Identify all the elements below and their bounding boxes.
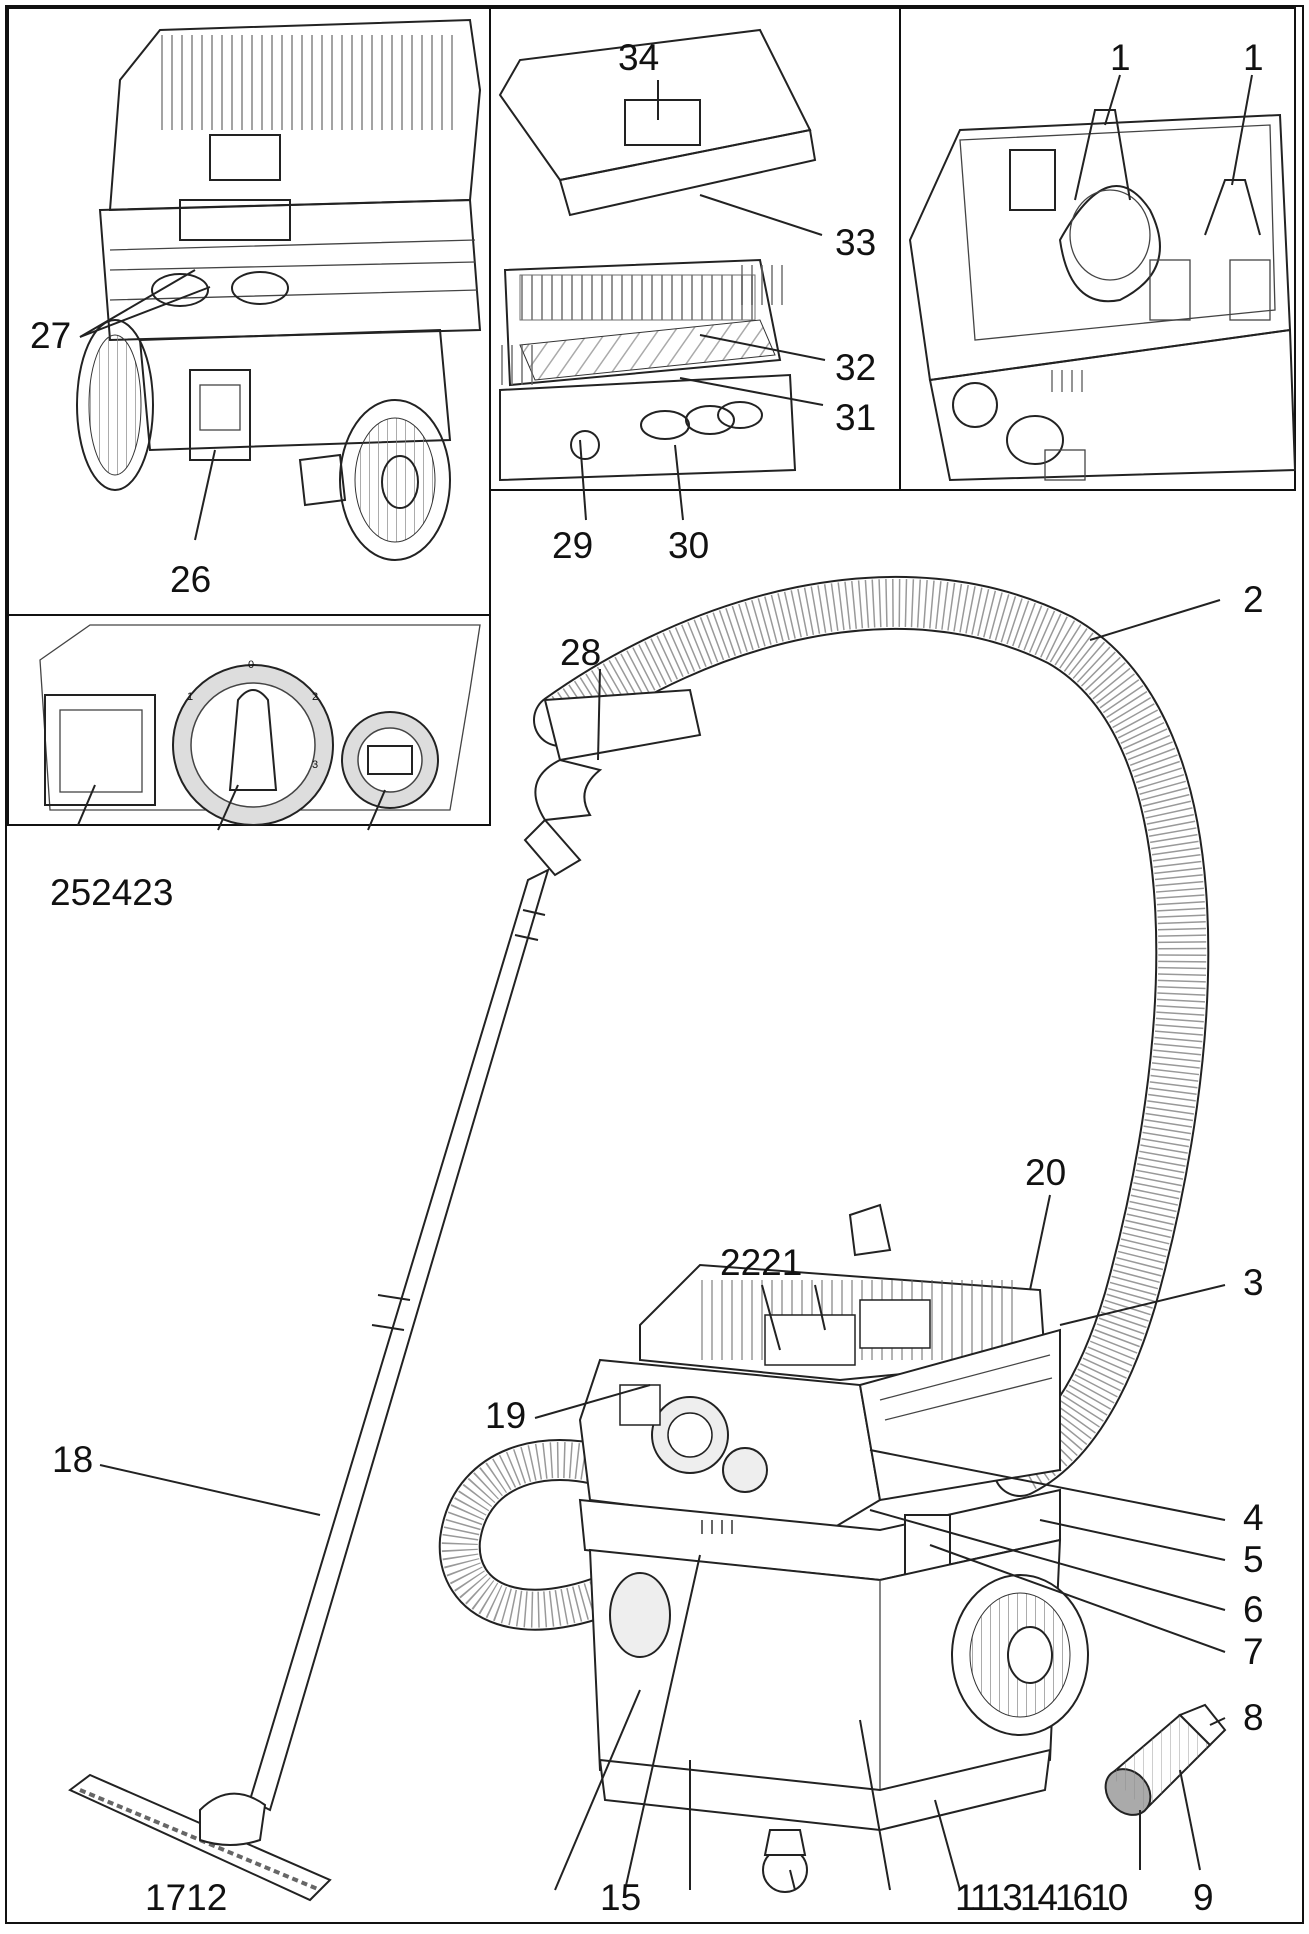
open-lid-filter-illustration xyxy=(495,28,817,482)
label-27: 27 xyxy=(30,315,71,356)
dial-mark-0: 0 xyxy=(248,659,254,671)
floor-nozzle xyxy=(68,1773,332,1902)
label-6: 6 xyxy=(1243,1589,1264,1630)
label-2: 2 xyxy=(1243,579,1264,620)
label-8: 8 xyxy=(1243,1697,1264,1738)
hose-adapter xyxy=(1104,1703,1227,1816)
panel-top-right xyxy=(899,7,1296,491)
label-31: 31 xyxy=(835,397,876,438)
hose-handle-elbow xyxy=(523,688,702,877)
display-window xyxy=(44,694,156,806)
dial-mark-3: 3 xyxy=(312,759,318,771)
label-19: 19 xyxy=(485,1395,526,1436)
label-20: 20 xyxy=(1025,1152,1066,1193)
label-1-right: 1 xyxy=(1243,37,1264,78)
lid-underside-illustration xyxy=(908,109,1297,482)
control-panel-illustration: 0 1 2 3 xyxy=(39,624,481,826)
leader-lines xyxy=(77,74,1253,1891)
panel-top-middle xyxy=(489,7,901,491)
rear-view-illustration xyxy=(76,18,482,561)
label-4: 4 xyxy=(1243,1497,1264,1538)
label-28: 28 xyxy=(560,632,601,673)
label-30: 30 xyxy=(668,525,709,566)
suction-hose xyxy=(533,575,1210,1497)
label-3: 3 xyxy=(1243,1262,1264,1303)
label-7: 7 xyxy=(1243,1631,1264,1672)
label-1712: 1712 xyxy=(145,1877,227,1918)
dial-mark-2: 2 xyxy=(312,691,318,703)
label-18: 18 xyxy=(52,1439,93,1480)
vacuum-body xyxy=(578,1203,1089,1893)
label-5: 5 xyxy=(1243,1539,1264,1580)
label-2221: 2221 xyxy=(720,1242,802,1283)
label-34: 34 xyxy=(618,37,659,78)
label-26: 26 xyxy=(170,559,211,600)
label-15: 15 xyxy=(600,1877,641,1918)
dial-mark-1: 1 xyxy=(187,691,193,703)
label-252423: 252423 xyxy=(50,872,173,913)
label-1-left: 1 xyxy=(1110,37,1131,78)
label-32: 32 xyxy=(835,347,876,388)
label-29: 29 xyxy=(552,525,593,566)
hose-loop xyxy=(438,1439,650,1631)
label-33: 33 xyxy=(835,222,876,263)
label-9: 9 xyxy=(1193,1877,1214,1918)
label-1113141610: 1113141610 xyxy=(955,1877,1128,1918)
